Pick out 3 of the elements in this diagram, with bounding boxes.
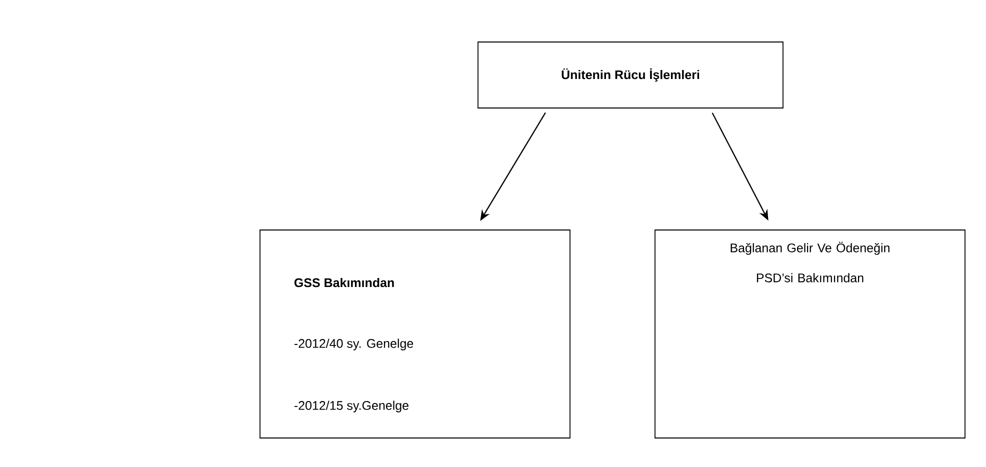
- process-box: Bağlanan Gelir Ve Ödeneğin PSD’si Bakımından: [654, 230, 966, 438]
- process-box: GSS Bakımından -2012/40 sy. Genelge -2012/15 sy.Genelge: [260, 230, 570, 438]
- process-box: Ünitenin Rücu İşlemleri: [478, 42, 784, 108]
